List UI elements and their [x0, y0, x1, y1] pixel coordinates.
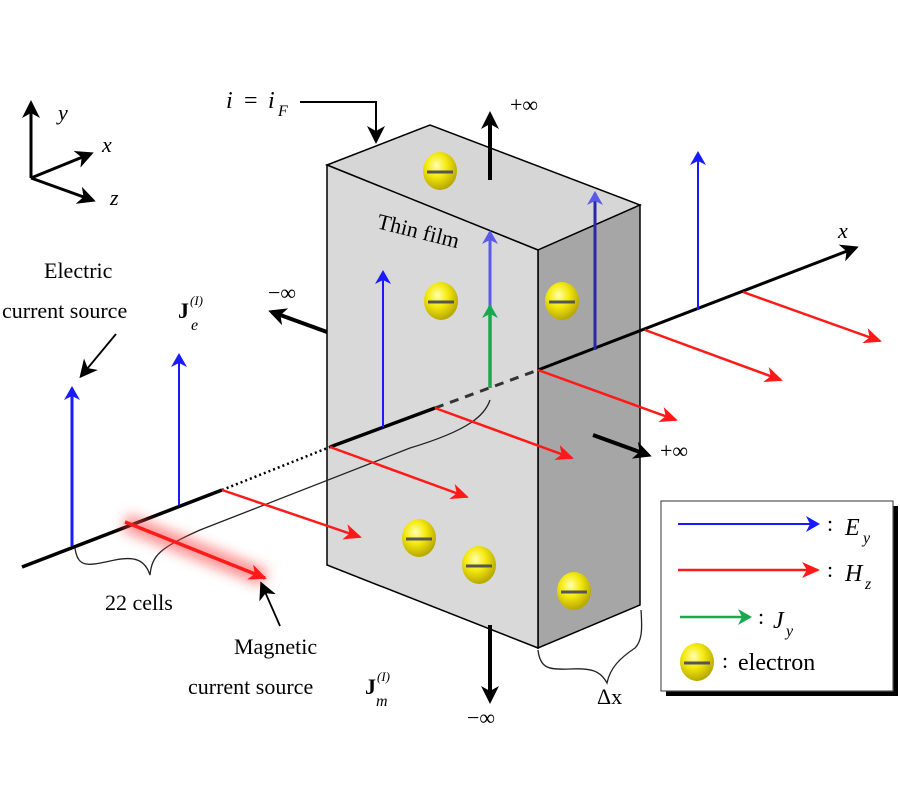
legend-h-sub: z	[864, 576, 872, 593]
magnetic-line2: current source	[188, 674, 313, 699]
film-front-face	[326, 163, 539, 650]
axis-y-label: y	[56, 100, 68, 125]
electron	[402, 519, 436, 557]
minus-inf-left-label: −∞	[268, 280, 296, 305]
electric-symbol: J	[178, 298, 189, 323]
plus-inf-top-label: +∞	[510, 92, 538, 117]
magnetic-line1: Magnetic	[234, 634, 317, 659]
thin-film-block	[324, 124, 642, 650]
axes-glyph: y x z	[22, 100, 119, 210]
legend-item-j: : J y	[680, 604, 794, 640]
interface-eq: =	[244, 88, 258, 114]
x-axis-left-segment	[21, 488, 223, 569]
legend-e-sub: y	[861, 530, 871, 547]
legend-e-sep: :	[827, 511, 833, 536]
x-axis-dotted-segment	[221, 445, 331, 492]
legend-item-h: : H z	[678, 557, 872, 593]
legend-j-symbol: J	[773, 608, 785, 634]
h-field-arrow	[644, 328, 783, 382]
delta-x-brace	[537, 609, 643, 685]
electrons	[402, 152, 591, 610]
legend-item-electron: : electron	[680, 643, 815, 681]
h-field-arrow	[537, 368, 678, 423]
electric-line2: current source	[2, 298, 127, 323]
cells-label: 22 cells	[105, 590, 173, 615]
electric-source-label: Electric current source J (I) e	[2, 258, 203, 379]
x-axis-label: x	[837, 218, 848, 243]
interface-rhs: i	[268, 88, 275, 114]
x-axis: x	[21, 218, 859, 569]
electron	[557, 572, 591, 610]
interface-callout: i = i F	[226, 88, 385, 144]
legend-h-symbol: H	[844, 561, 864, 587]
electric-sup: (I)	[190, 293, 203, 308]
legend: : E y : H z : J y : electron	[660, 500, 898, 696]
electric-pointer-arrow	[79, 333, 117, 379]
legend-j-sep: :	[758, 604, 764, 629]
electron	[424, 282, 458, 320]
legend-h-sep: :	[827, 557, 833, 582]
minus-inf-bottom-label: −∞	[467, 705, 495, 730]
h-field-arrow	[329, 445, 469, 500]
x-axis-inner-segment	[329, 406, 436, 449]
magnetic-sub: m	[376, 693, 388, 710]
axis-x-arrow	[30, 150, 94, 180]
axis-z-label: z	[109, 185, 119, 210]
electric-line1: Electric	[44, 258, 113, 283]
magnetic-source-label: Magnetic current source J (I) m	[188, 581, 390, 710]
legend-electron-text: electron	[738, 650, 815, 676]
delta-x-label: Δx	[597, 684, 622, 709]
h-field-arrow	[742, 290, 882, 344]
legend-electron-sep: :	[722, 648, 728, 673]
axis-x-label: x	[101, 132, 112, 157]
h-field-arrow-source	[124, 520, 267, 580]
interface-sub: F	[277, 103, 288, 120]
legend-item-e: : E y	[678, 511, 871, 547]
magnetic-sup: (I)	[377, 669, 390, 684]
interface-lhs: i	[226, 88, 233, 114]
h-field-arrows	[124, 290, 882, 580]
film-side-face	[537, 203, 641, 650]
x-axis-dashed-segment	[434, 368, 539, 410]
interface-leader	[300, 101, 385, 144]
cells-brace	[74, 399, 491, 576]
axis-z-arrow	[30, 176, 96, 204]
plus-inf-right-label: +∞	[660, 438, 688, 463]
electric-sub: e	[191, 317, 198, 334]
plus-inf-right-arrow	[592, 433, 652, 459]
electron	[462, 546, 496, 584]
minus-inf-left-arrow	[268, 308, 328, 334]
magnetic-pointer-arrow	[259, 581, 281, 627]
magnetic-symbol: J	[365, 674, 376, 699]
boundary-arrows: +∞ −∞ +∞ −∞	[268, 92, 688, 730]
electron	[545, 282, 579, 320]
h-field-arrow	[221, 488, 362, 540]
legend-e-symbol: E	[844, 515, 860, 541]
electron	[423, 152, 457, 190]
x-axis-right-segment	[537, 244, 859, 372]
h-field-arrow	[434, 406, 574, 461]
legend-j-sub: y	[784, 623, 794, 640]
